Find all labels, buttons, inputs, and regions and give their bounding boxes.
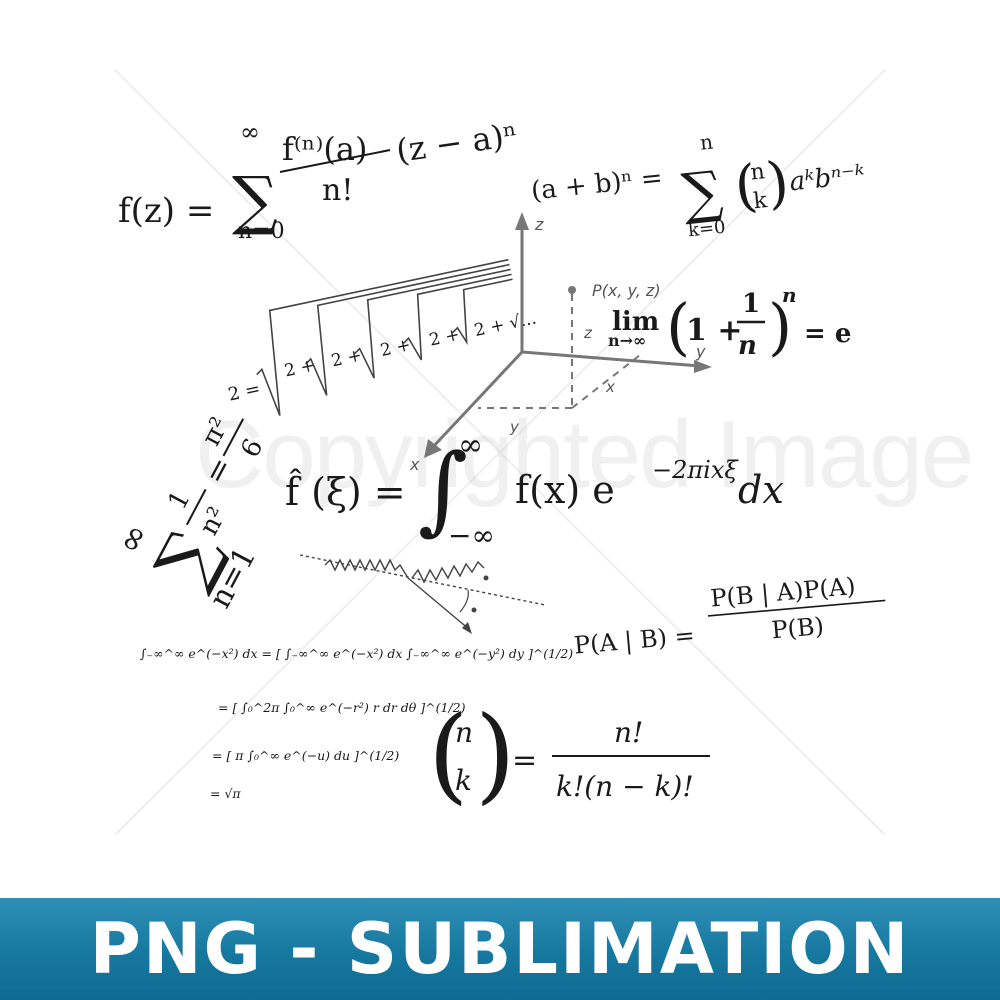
binomial-choose-top: n xyxy=(749,159,766,185)
binomial-sum-bottom: k=0 xyxy=(687,217,726,242)
limit-sub: n→∞ xyxy=(608,331,646,350)
taylor-lhs: f(z) = xyxy=(118,191,214,231)
gaussian-line-1: ∫₋∞^∞ e^(−x²) dx = [ ∫₋∞^∞ e^(−x²) dx ∫₋… xyxy=(140,646,573,661)
binom-coef-den: k!(n − k)! xyxy=(556,770,694,803)
limit-rhs: = e xyxy=(804,319,851,349)
binom-coef-top: n xyxy=(455,716,473,749)
binomial-sum-top: n xyxy=(699,129,714,154)
limit-one: 1 + xyxy=(686,313,742,348)
bayes-theorem: P(A | B) = P(B | A)P(A) P(B) xyxy=(573,572,886,661)
limit-frac-num: 1 xyxy=(742,289,760,319)
binom-coef-bottom: k xyxy=(455,764,472,797)
taylor-denominator: n! xyxy=(322,173,353,208)
fourier-body: f(x) e xyxy=(515,468,615,512)
fourier-lhs: f̂ (ξ) = xyxy=(285,469,406,514)
coordinate-axes: z y x P(x, y, z) z x y xyxy=(409,212,712,474)
fourier-exp: −2πixξ xyxy=(652,456,739,484)
formula-collage: Copyrighted Image f(z) = ∞ ∑ n=0 f⁽ⁿ⁾(a)… xyxy=(109,69,974,836)
limit-e: lim n→∞ ( 1 + 1 n ) n = e xyxy=(608,283,851,363)
svg-text:(: ( xyxy=(428,693,469,815)
watermark-lines xyxy=(114,69,886,836)
dim-z-label: z xyxy=(583,324,593,342)
binom-coef-num: n! xyxy=(614,716,643,749)
binomial-coefficient: ( n k ) = n! k!(n − k)! xyxy=(428,693,710,815)
bayes-denominator: P(B) xyxy=(770,612,825,644)
taylor-sum-sign: ∑ xyxy=(232,164,278,238)
limit-lim: lim xyxy=(612,307,659,337)
taylor-sum-top: ∞ xyxy=(240,118,260,146)
axis-x-label: x xyxy=(409,455,420,474)
banner: PNG - SUBLIMATION xyxy=(0,898,1000,1000)
fourier-int-sign: ∫ xyxy=(418,433,468,545)
nested-radical: 2 = 2 + 2 + 2 + 2 + 2 + √... xyxy=(226,258,538,416)
binom-coef-eq: = xyxy=(512,743,537,778)
fourier-int-top: ∞ xyxy=(458,428,483,463)
wave-diagram xyxy=(299,554,546,634)
dim-y-label: y xyxy=(509,418,520,436)
point-label: P(x, y, z) xyxy=(592,281,661,300)
gaussian-line-4: = √π xyxy=(210,786,241,801)
banner-text: PNG - SUBLIMATION xyxy=(89,908,911,990)
binomial-choose-bottom: k xyxy=(752,188,769,214)
taylor-sum-bottom: n=0 xyxy=(238,219,285,244)
gaussian-integral: ∫₋∞^∞ e^(−x²) dx = [ ∫₋∞^∞ e^(−x²) dx ∫₋… xyxy=(140,646,573,801)
taylor-numerator: f⁽ⁿ⁾(a) xyxy=(282,130,367,168)
basel-sum: ∞ ∑ n=1 1 n² = π² 6 xyxy=(109,413,270,614)
fourier-transform: f̂ (ξ) = ∞ ∫ −∞ f(x) e −2πixξ dx xyxy=(285,428,784,552)
binomial-theorem: (a + b)ⁿ = n ∑ k=0 ( n k ) aᵏbⁿ⁻ᵏ xyxy=(530,129,867,242)
fourier-int-bottom: −∞ xyxy=(448,519,495,552)
taylor-series: f(z) = ∞ ∑ n=0 f⁽ⁿ⁾(a) n! (z − a)ⁿ xyxy=(118,115,520,244)
fourier-tail: dx xyxy=(738,468,784,512)
gaussian-line-3: = [ π ∫₀^∞ e^(−u) du ]^(1/2) xyxy=(212,748,399,763)
axis-y-label: y xyxy=(695,342,706,361)
svg-text:(: ( xyxy=(666,290,690,363)
svg-text:): ) xyxy=(475,693,516,815)
axis-z-label: z xyxy=(534,215,544,234)
limit-frac-den: n xyxy=(738,331,757,361)
binomial-sum-sign: ∑ xyxy=(679,159,726,228)
svg-text:): ) xyxy=(768,290,792,363)
dim-x-label: x xyxy=(605,378,615,396)
limit-power: n xyxy=(782,283,797,307)
gaussian-line-2: = [ ∫₀^2π ∫₀^∞ e^(−r²) r dr dθ ]^(1/2) xyxy=(218,700,466,715)
